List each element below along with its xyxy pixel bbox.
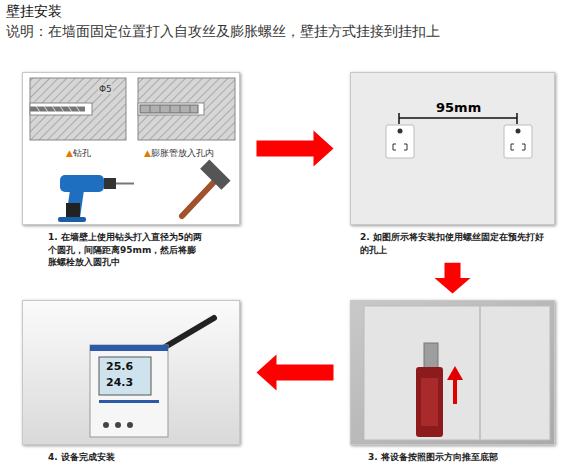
description-note: 说明：在墙面固定位置打入自攻丝及膨胀螺丝，壁挂方式挂接到挂扣上 [6,23,440,41]
diameter-label: Φ5 [98,84,113,94]
flow-arrow [435,263,471,294]
dimension-label: 95mm [436,100,481,115]
step-note: ▲钻孔 [66,147,91,160]
step-caption: 3. 将设备按照图示方向推至底部 [368,451,553,464]
step-panel [350,72,555,225]
flow-arrow [257,355,334,391]
step-note: ▲膨胀管放入孔内 [144,147,214,160]
step-caption: 2. 如图所示将安装扣使用螺丝固定在预先打好的孔上 [360,231,552,256]
page-title: 壁挂安装 [6,3,62,21]
display-reading: 24.3 [106,376,133,389]
step-panel [350,300,555,445]
flow-arrow [257,131,334,167]
step-caption: 4. 设备完成安装 [48,451,233,464]
display-reading: 25.6 [106,360,133,373]
step-caption: 1. 在墙壁上使用钻头打入直径为5的两个圆孔，间隔距离95mm，然后将膨胀螺栓放… [48,231,204,269]
